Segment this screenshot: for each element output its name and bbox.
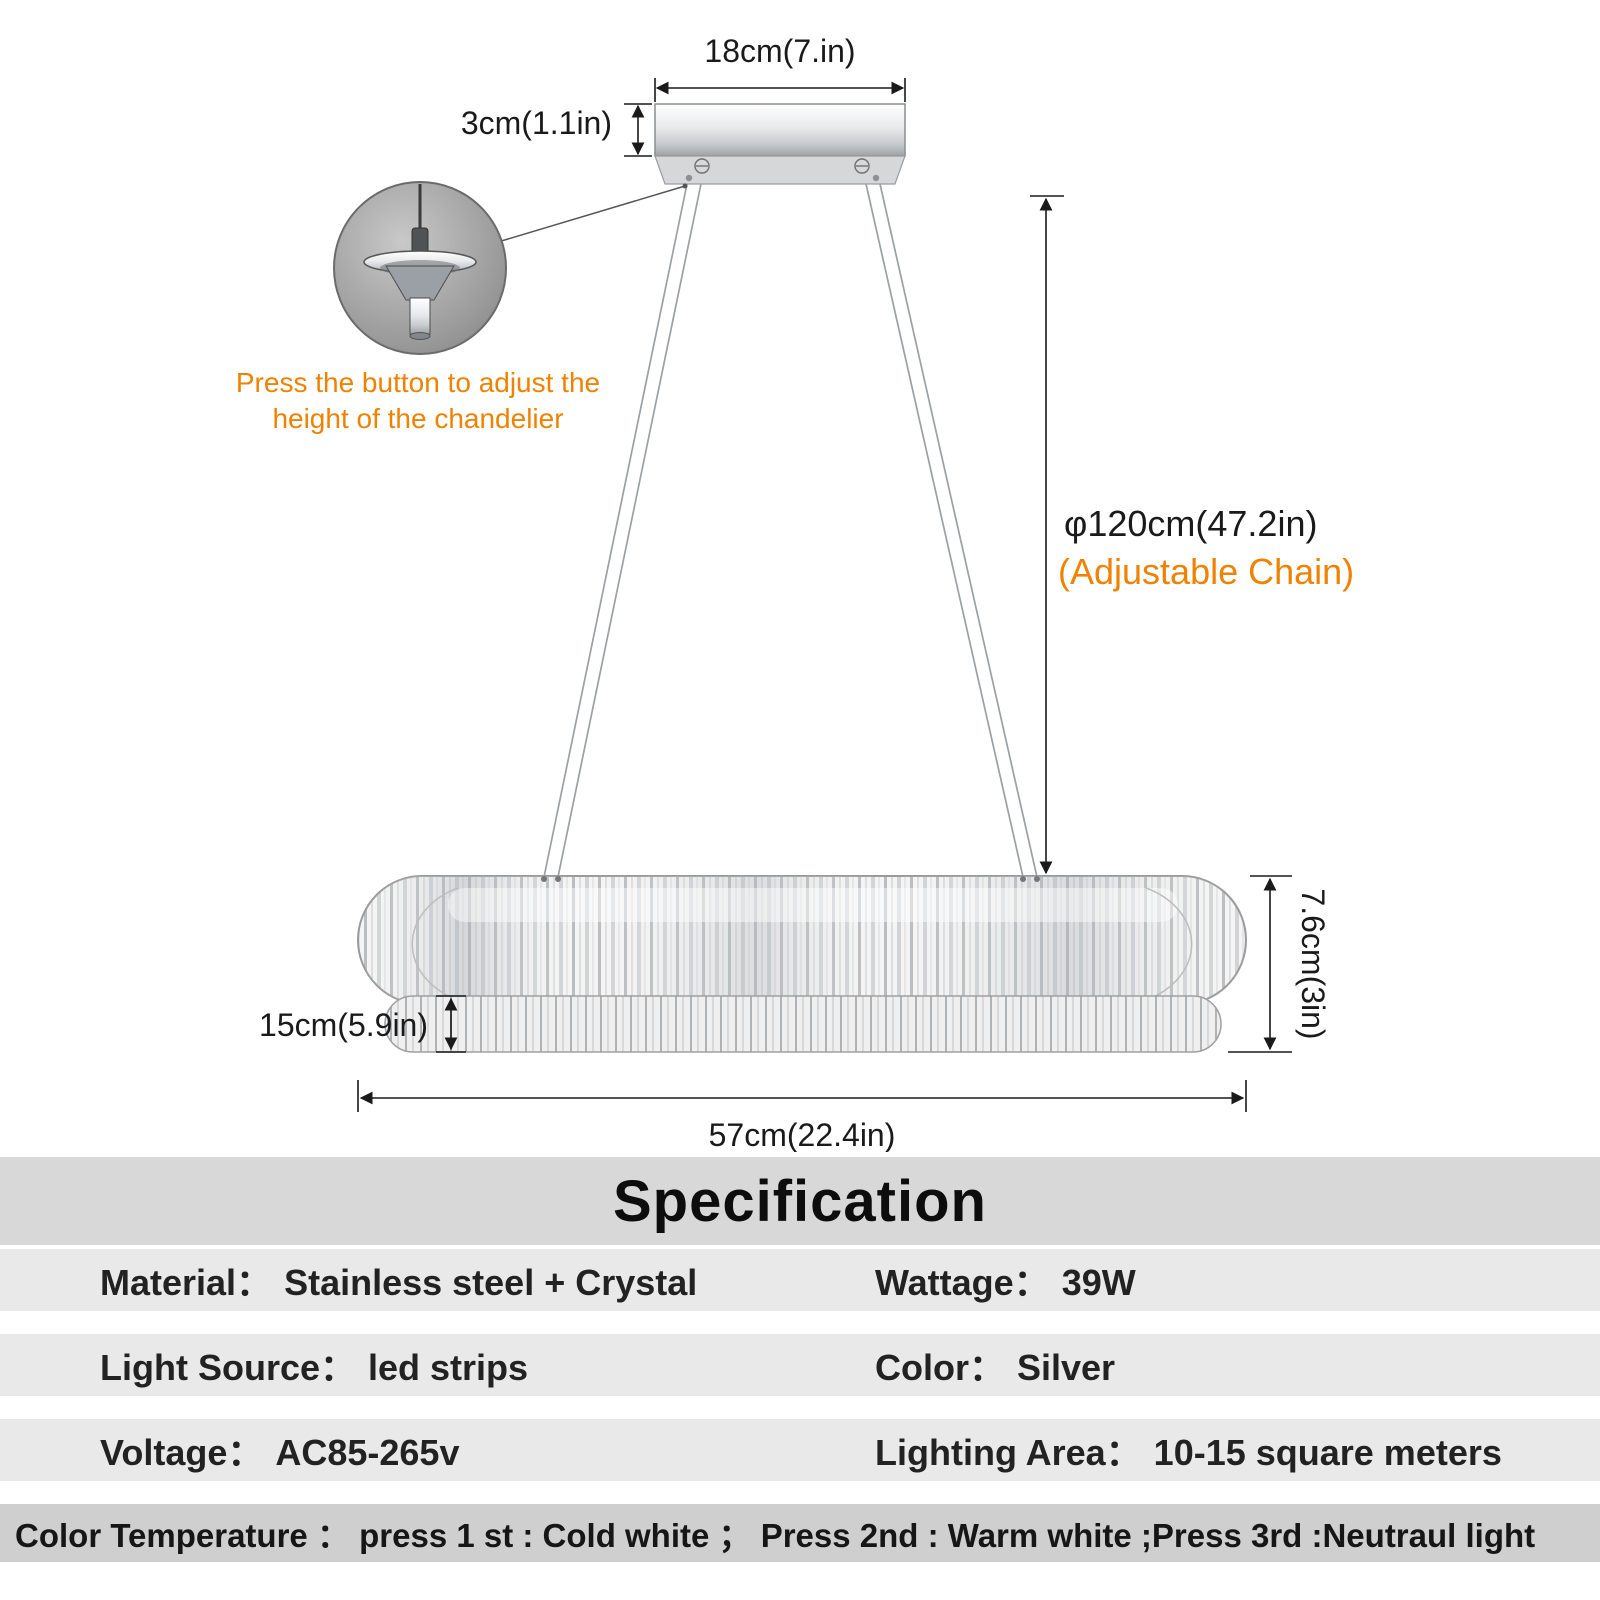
spec-row-material-wattage: Material： Stainless steel + Crystal Watta… xyxy=(0,1249,1600,1311)
chain-length-dimension: φ120cm(47.2in) (Adjustable Chain) xyxy=(1030,195,1354,877)
voltage-value: AC85-265v xyxy=(275,1432,460,1473)
fixture-depth-label: 15cm(5.9in) xyxy=(259,1007,428,1043)
mount-height-label: 3cm(1.1in) xyxy=(461,105,612,141)
canopy-screw-left xyxy=(685,158,710,182)
light-source-label: Light Source： xyxy=(100,1347,357,1388)
color-value: Silver xyxy=(1017,1347,1116,1388)
material-cell: Material： Stainless steel + Crystal xyxy=(100,1254,875,1306)
color-label: Color： xyxy=(875,1347,1005,1388)
ceiling-mount-canopy xyxy=(654,103,906,185)
fixture-length-dimension: 57cm(22.4in) xyxy=(357,1080,1247,1153)
wattage-cell: Wattage： 39W xyxy=(875,1254,1600,1306)
spec-row-voltage-area: Voltage： AC85-265v Lighting Area： 10-15 sq… xyxy=(0,1419,1600,1481)
color-temperature-text: Color Temperature ： press 1 st : Cold wh… xyxy=(15,1517,1536,1554)
fixture-length-label: 57cm(22.4in) xyxy=(709,1117,896,1152)
material-label: Material： xyxy=(100,1262,273,1303)
color-cell: Color： Silver xyxy=(875,1339,1600,1391)
callout-text-line2: height of the chandelier xyxy=(272,403,563,434)
lighting-area-value: 10-15 square meters xyxy=(1153,1432,1502,1473)
light-source-value: led strips xyxy=(368,1347,529,1388)
wattage-label: Wattage： xyxy=(875,1262,1050,1303)
lighting-area-label: Lighting Area： xyxy=(875,1432,1142,1473)
material-value: Stainless steel + Crystal xyxy=(284,1262,698,1303)
mount-width-label: 18cm(7.in) xyxy=(704,33,855,69)
chain-length-label: φ120cm(47.2in) xyxy=(1064,503,1317,544)
mount-width-dimension: 18cm(7.in) xyxy=(654,33,906,102)
height-adjuster-callout: Press the button to adjust the height of… xyxy=(236,181,688,434)
spec-title: Specification xyxy=(613,1168,987,1234)
chandelier-diagram: 18cm(7.in) 3cm(1.1in) φ120cm(47.2in) (Ad… xyxy=(236,33,1354,1153)
callout-leader-line xyxy=(497,185,686,243)
callout-text-line1: Press the button to adjust the xyxy=(236,367,600,398)
crystal-fixture xyxy=(357,875,1247,1053)
spec-row-lightsource-color: Light Source： led strips Color： Silver xyxy=(0,1334,1600,1396)
adjuster-mechanism xyxy=(363,184,477,340)
fixture-depth-dimension: 15cm(5.9in) xyxy=(259,995,466,1053)
wattage-value: 39W xyxy=(1061,1262,1136,1303)
canopy-screw-right xyxy=(854,158,880,182)
lighting-area-cell: Lighting Area： 10-15 square meters xyxy=(875,1424,1600,1476)
spec-color-temperature-row: Color Temperature ： press 1 st : Cold wh… xyxy=(0,1504,1600,1562)
fixture-lower-crystal-band xyxy=(384,995,1222,1053)
light-source-cell: Light Source： led strips xyxy=(100,1339,875,1391)
spec-title-bar: Specification xyxy=(0,1157,1600,1245)
mount-height-dimension: 3cm(1.1in) xyxy=(461,103,652,157)
fixture-height-dimension: 7.6cm(3in) xyxy=(1228,875,1331,1053)
chain-note-label: (Adjustable Chain) xyxy=(1058,551,1354,592)
fixture-height-label: 7.6cm(3in) xyxy=(1295,888,1331,1039)
voltage-label: Voltage： xyxy=(100,1432,264,1473)
voltage-cell: Voltage： AC85-265v xyxy=(100,1424,875,1476)
suspension-cables xyxy=(543,183,1038,878)
